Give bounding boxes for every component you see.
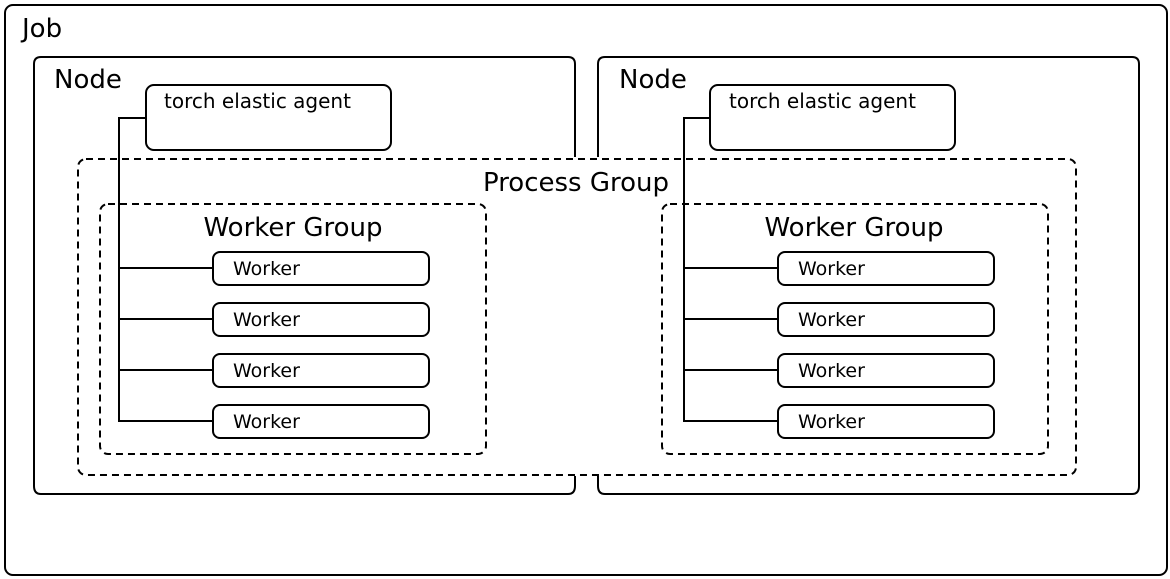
worker-label: Worker [233,258,300,280]
worker-box [212,251,430,286]
agent-label-1: torch elastic agent [164,89,351,113]
process-group-box [77,158,1077,476]
worker-box [777,404,995,439]
worker-label: Worker [233,360,300,382]
worker-group-label-2: Worker Group [764,213,943,243]
worker-box [777,353,995,388]
worker-label: Worker [798,258,865,280]
worker-box [777,302,995,337]
worker-box [212,302,430,337]
job-box [4,4,1168,576]
worker-label: Worker [798,411,865,433]
agent-connector-1 [118,117,213,422]
node-box-2 [597,56,1140,495]
node-label-2: Node [619,65,687,95]
worker-group-box-2 [661,203,1049,455]
worker-box [212,404,430,439]
agent-label-2: torch elastic agent [729,89,916,113]
worker-group-box-1 [99,203,487,455]
job-label: Job [20,14,62,44]
worker-label: Worker [233,411,300,433]
process-group-label: Process Group [483,168,669,198]
node-box-1 [33,56,576,495]
agent-connector-2 [683,117,778,422]
worker-group-label-1: Worker Group [203,213,382,243]
worker-box [212,353,430,388]
worker-label: Worker [233,309,300,331]
node-label-1: Node [54,65,122,95]
worker-label: Worker [798,360,865,382]
worker-box [777,251,995,286]
worker-label: Worker [798,309,865,331]
